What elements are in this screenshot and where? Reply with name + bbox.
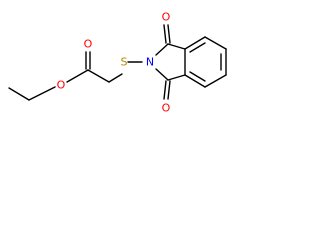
bond-ethyl-ch3 (8, 87, 30, 101)
bond-c-top-ring (167, 43, 186, 50)
bond-n-c-bottom (155, 68, 169, 81)
atom-label-oxygen-top: O (162, 11, 171, 24)
atom-label-nitrogen: N (146, 56, 154, 69)
bond-benzene-inner-3 (189, 71, 206, 82)
bond-ch2-s (108, 73, 123, 83)
atom-label-oxygen-carbonyl: O (84, 38, 93, 51)
bond-benzene-2 (184, 36, 206, 50)
atom-label-sulfur: S (121, 56, 128, 69)
bond-benzene-3 (204, 36, 227, 50)
bond-benzene-5 (204, 74, 227, 88)
molecule-diagram: O O S N O O (0, 0, 246, 125)
bond-c-bottom-o-double-1 (163, 80, 167, 100)
bond-carbonyl-c-ch2 (87, 69, 110, 83)
bond-c-top-o-double-2 (167, 24, 171, 44)
atom-label-oxygen-bottom: O (162, 102, 171, 115)
atom-label-oxygen-ether: O (57, 79, 66, 92)
bond-benzene-inner-1 (189, 42, 206, 53)
bond-c-bottom-ring (167, 74, 186, 81)
bond-n-c-top (155, 43, 169, 56)
bond-c-bottom-o-double-2 (167, 80, 171, 100)
molecule-svg: O O S N O O (8, 11, 227, 115)
bond-benzene-6 (184, 74, 206, 88)
bond-ethyl-ch2 (28, 86, 56, 101)
bond-ether-o-carbonyl-c (66, 69, 89, 83)
bond-c-top-o-double-1 (163, 24, 167, 44)
